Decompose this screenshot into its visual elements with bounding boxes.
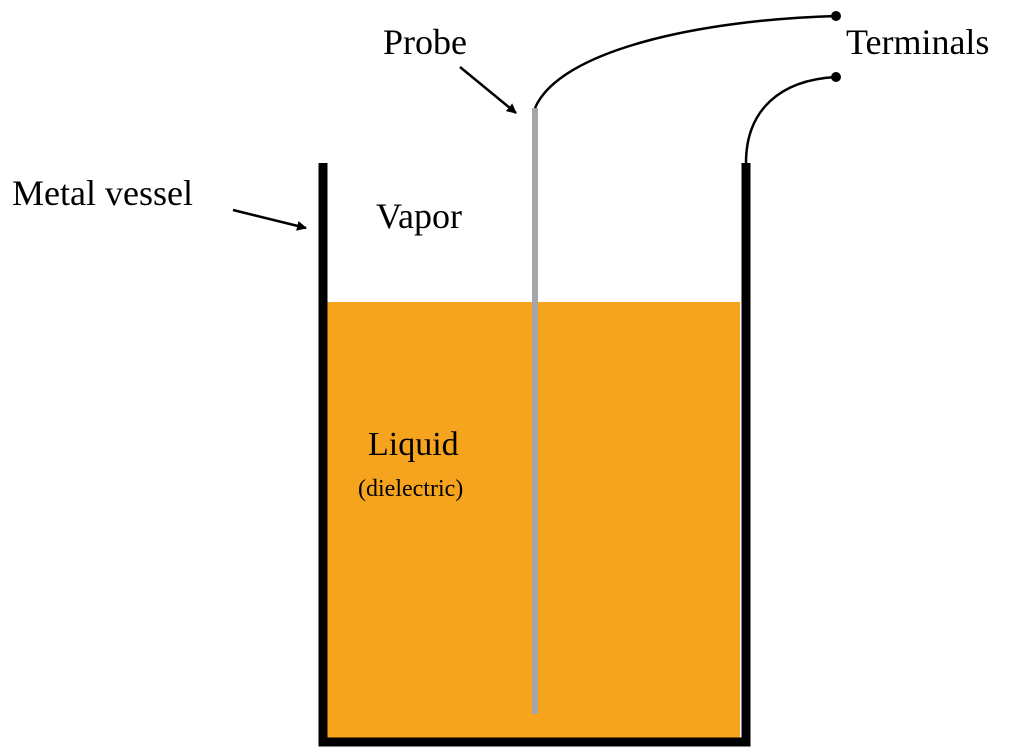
terminal-dot-bottom [831, 72, 841, 82]
dielectric-label: (dielectric) [358, 476, 463, 502]
terminals-label: Terminals [846, 22, 989, 62]
liquid-label: Liquid [368, 426, 459, 463]
probe-label: Probe [383, 22, 467, 62]
terminal-dot-top [831, 11, 841, 21]
vapor-label: Vapor [376, 196, 462, 236]
probe-pointer-arrow [459, 66, 517, 114]
vessel-pointer-arrow [232, 208, 307, 231]
metal-vessel [318, 163, 751, 747]
probe-wire [533, 14, 837, 109]
vessel-wire [744, 75, 837, 164]
metal-vessel-label: Metal vessel [12, 173, 193, 213]
